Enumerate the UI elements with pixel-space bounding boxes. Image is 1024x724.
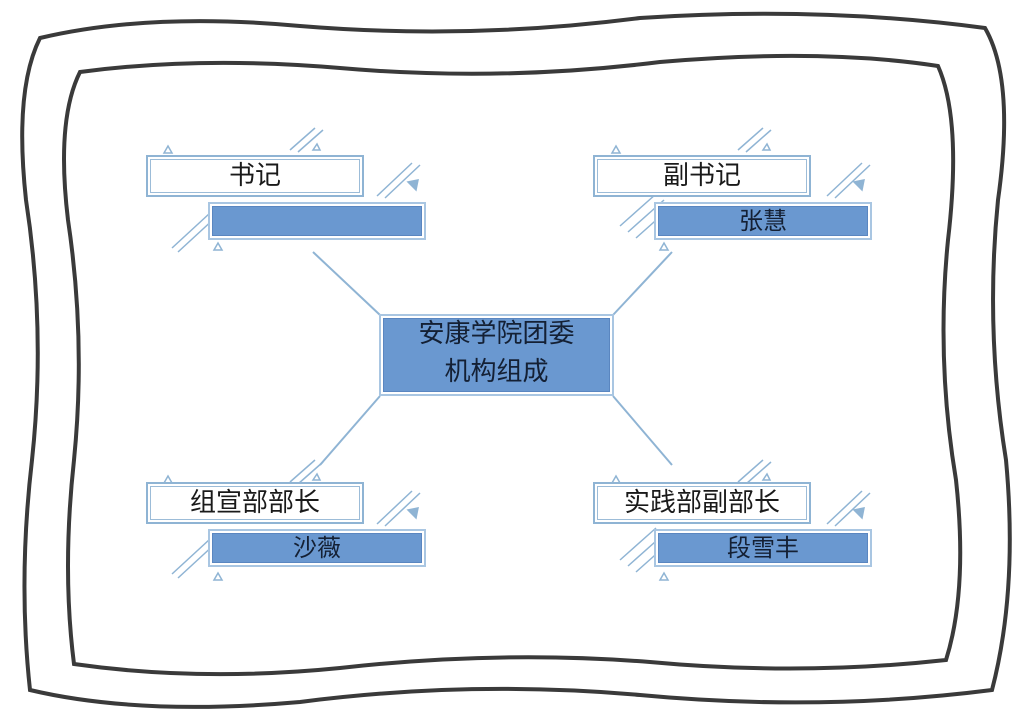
role-box-bottom-left: 组宣部部长 [146,482,364,524]
name-box-top-right: 张慧 [654,202,872,240]
connector-top-right [612,251,673,316]
name-box-bottom-right: 段雪丰 [654,529,872,567]
role-box-top-right: 副书记 [593,155,811,197]
name-box-bottom-left: 沙薇 [208,529,426,567]
role-box-top-left: 书记 [146,155,364,197]
center-title-line2: 机构组成 [444,357,549,387]
connector-bottom-right [612,395,673,466]
decoration-bottom-left [162,459,421,581]
inner-wavy-frame [62,53,963,677]
decoration-top-left [162,127,421,253]
outer-wavy-frame [20,11,1012,709]
center-node: 安康学院团委 机构组成 [379,314,614,396]
connector-bottom-left [319,395,381,466]
connector-top-left [312,251,381,316]
name-box-top-left [208,202,426,240]
center-title-line1: 安康学院团委 [418,319,575,349]
role-box-bottom-right: 实践部副部长 [593,482,811,524]
